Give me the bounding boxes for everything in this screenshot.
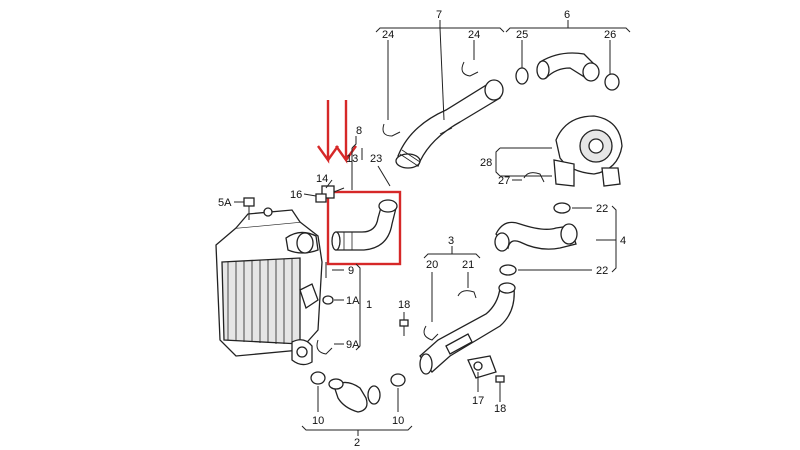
lower-charge-hose[interactable] (419, 282, 516, 375)
callout-8: 8 (356, 125, 362, 137)
bolt-18-lower[interactable] (495, 375, 505, 394)
clamp-9a[interactable] (316, 339, 333, 355)
callout-24-right: 24 (468, 29, 480, 41)
callout-25: 25 (516, 29, 528, 41)
callout-5a: 5A (218, 197, 232, 209)
leader-lines (234, 20, 631, 436)
callout-21: 21 (462, 259, 474, 271)
clip-16[interactable] (315, 193, 327, 203)
down-arrow-icon (317, 100, 357, 164)
ring-22-upper[interactable] (553, 202, 571, 214)
intercooler[interactable] (215, 207, 323, 366)
callout-9: 9 (348, 265, 354, 277)
o-ring-26[interactable] (604, 73, 620, 91)
sensor-17[interactable] (467, 355, 497, 379)
callout-27: 27 (498, 175, 510, 187)
callouts: 7 6 24 24 25 26 8 13 23 14 16 5A 28 27 2… (218, 9, 626, 449)
callout-1a: 1A (346, 295, 360, 307)
callout-3: 3 (448, 235, 454, 247)
clamp-24-left[interactable] (382, 123, 401, 137)
callout-28: 28 (480, 157, 492, 169)
o-ring-10-right[interactable] (390, 373, 406, 387)
callout-6: 6 (564, 9, 570, 21)
callout-10-left: 10 (312, 415, 324, 427)
callout-13: 13 (346, 153, 358, 165)
ring-22-lower[interactable] (499, 264, 517, 276)
o-ring-10-left[interactable] (310, 371, 326, 385)
callout-18-lower: 18 (494, 403, 506, 415)
callout-20: 20 (426, 259, 438, 271)
callout-2: 2 (354, 437, 360, 449)
callout-16: 16 (290, 189, 302, 201)
callout-10-right: 10 (392, 415, 404, 427)
ring-25[interactable] (515, 67, 529, 85)
callout-26: 26 (604, 29, 616, 41)
callout-23: 23 (370, 153, 382, 165)
callout-1: 1 (366, 299, 372, 311)
callout-24-left: 24 (382, 29, 394, 41)
clamp-27[interactable] (523, 172, 545, 183)
highlight-rectangle (326, 190, 402, 266)
callout-17: 17 (472, 395, 484, 407)
callout-9a: 9A (346, 339, 360, 351)
upper-charge-hose[interactable] (395, 79, 504, 169)
lower-elbow-hose[interactable] (328, 378, 381, 413)
bolt-18-upper[interactable] (399, 319, 409, 336)
callout-22-lower: 22 (596, 265, 608, 277)
callout-22-upper: 22 (596, 203, 608, 215)
clamp-20[interactable] (423, 325, 439, 341)
clamp-21[interactable] (457, 290, 477, 299)
turbocharger[interactable] (553, 115, 623, 187)
middle-charge-hose[interactable] (494, 221, 578, 252)
clip-1a[interactable] (322, 295, 334, 305)
callout-7: 7 (436, 9, 442, 21)
elbow-hose-6[interactable] (536, 52, 600, 82)
callout-18-upper: 18 (398, 299, 410, 311)
intercooler-hose-highlighted[interactable] (331, 199, 398, 251)
callout-14: 14 (316, 173, 328, 185)
clamp-24-right[interactable] (461, 61, 479, 77)
callout-4: 4 (620, 235, 626, 247)
